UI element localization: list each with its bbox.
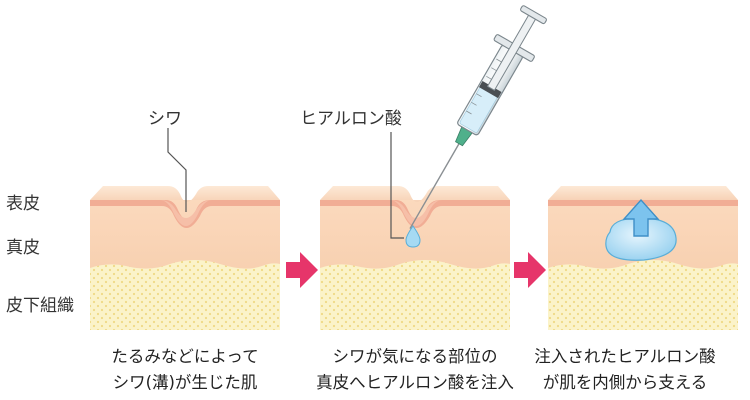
wrinkle-groove <box>160 200 212 226</box>
wrinkle-groove <box>390 200 442 226</box>
subcutaneous-layer <box>90 260 280 330</box>
caption-line: が肌を内側から支える <box>542 373 708 392</box>
layer-label-subcutaneous: 皮下組織 <box>6 296 74 316</box>
caption-line: 注入されたヒアルロン酸 <box>534 347 716 366</box>
layer-label-dermis: 真皮 <box>6 238 40 258</box>
wrinkle-label: シワ <box>148 109 182 129</box>
caption-before: たるみなどによって シワ(溝)が生じた肌 <box>60 344 310 396</box>
skin-top-surface <box>320 186 510 202</box>
wrinkle-callout-line <box>167 128 187 212</box>
syringe-icon <box>409 5 547 229</box>
caption-inject: シワが気になる部位の 真皮へヒアルロン酸を注入 <box>290 344 540 396</box>
up-arrow-icon <box>622 198 660 237</box>
caption-after: 注入されたヒアルロン酸 が肌を内側から支える <box>500 344 750 396</box>
hyaluronic-droplet <box>405 225 421 248</box>
panel-after <box>548 186 738 330</box>
skin-top-surface <box>548 186 738 200</box>
right-arrow-icon <box>514 252 546 288</box>
caption-line: たるみなどによって <box>111 347 259 366</box>
subcutaneous-layer <box>320 260 510 330</box>
caption-line: シワが気になる部位の <box>332 347 498 366</box>
skin-top-surface <box>90 186 280 202</box>
panel-inject <box>320 132 510 330</box>
right-arrow-icon <box>286 252 318 288</box>
caption-line: 真皮へヒアルロン酸を注入 <box>316 373 514 392</box>
panel-before <box>90 128 280 330</box>
subcutaneous-layer <box>548 260 738 330</box>
layer-label-epidermis: 表皮 <box>6 194 40 214</box>
hyaluronic-label: ヒアルロン酸 <box>300 109 402 129</box>
caption-line: シワ(溝)が生じた肌 <box>112 373 258 392</box>
hyaluronic-callout-line <box>390 132 404 239</box>
